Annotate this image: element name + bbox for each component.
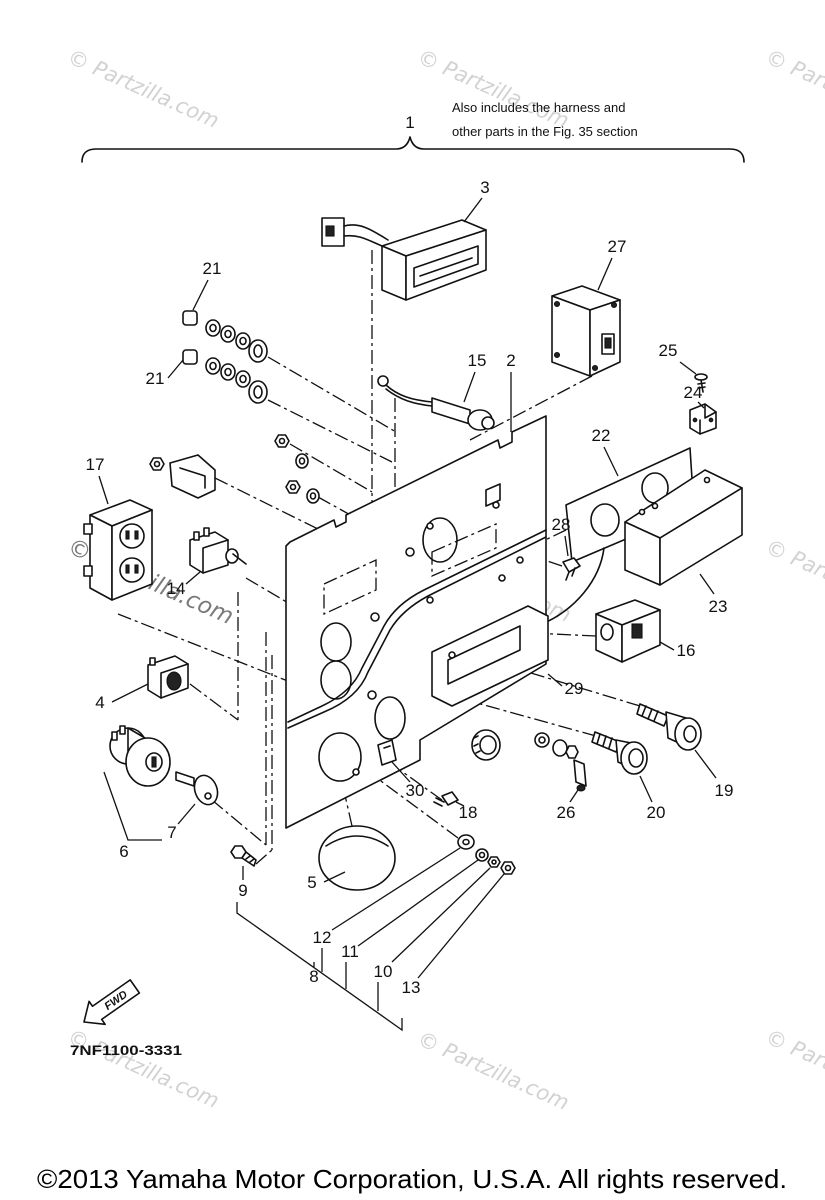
callout-4: 4 xyxy=(95,693,104,712)
part-15-fuse-lead xyxy=(377,375,495,431)
leader-line-28 xyxy=(564,535,569,557)
callout-24: 24 xyxy=(684,383,703,402)
leader-line-29 xyxy=(547,673,563,687)
diagram-code: 7NF1100-3331 xyxy=(70,1042,182,1058)
part-19-knob xyxy=(636,703,702,751)
callout-6: 6 xyxy=(119,842,128,861)
part-11-washer xyxy=(475,848,489,862)
assembly-note-line1: Also includes the harness and xyxy=(452,100,625,115)
leader-line-21-lower xyxy=(167,359,184,379)
callout-11: 11 xyxy=(341,942,359,961)
callout-2: 2 xyxy=(506,351,515,370)
part-30-bracket xyxy=(377,739,397,766)
part-13-nut xyxy=(500,861,516,875)
callout-10: 10 xyxy=(374,962,393,981)
leader-line-7 xyxy=(177,803,196,825)
callout-12: 12 xyxy=(313,928,332,947)
leader-line-3 xyxy=(463,197,483,223)
assembly-note-line2: other parts in the Fig. 35 section xyxy=(452,124,638,139)
callout-13: 13 xyxy=(402,978,421,997)
leader-line-22 xyxy=(603,446,619,477)
callout-21-upper: 21 xyxy=(203,259,222,278)
callout-26: 26 xyxy=(557,803,576,822)
part-2-panel xyxy=(285,415,547,829)
assembly-brace xyxy=(81,136,745,163)
part-6-key-switch xyxy=(109,725,171,787)
callout-7: 7 xyxy=(167,823,176,842)
part-25-screw xyxy=(694,373,708,393)
part-5-cap xyxy=(318,825,396,891)
callout-18: 18 xyxy=(459,803,478,822)
callout-15: 15 xyxy=(468,351,487,370)
callout-22: 22 xyxy=(592,426,611,445)
part-14-toggle-switch xyxy=(189,527,247,574)
threaded-ring xyxy=(471,729,501,761)
leader-line-15 xyxy=(463,371,476,403)
part-26-nut-assembly xyxy=(552,739,587,792)
leader-line-26 xyxy=(569,789,579,803)
leader-line-16 xyxy=(659,641,675,651)
callout-9: 9 xyxy=(238,881,247,900)
leader-line-24 xyxy=(697,401,705,409)
callout-8: 8 xyxy=(309,967,318,986)
callout-19: 19 xyxy=(715,781,734,800)
callout-21-lower: 21 xyxy=(146,369,165,388)
part-28-screw xyxy=(562,557,581,581)
part-17-outlet xyxy=(83,499,153,601)
leader-line-6 xyxy=(103,771,162,841)
callout-16: 16 xyxy=(677,641,696,660)
callout-17: 17 xyxy=(86,455,105,474)
part-4-rocker-switch xyxy=(147,655,189,699)
part-24-bracket xyxy=(689,403,717,435)
callout-3: 3 xyxy=(480,178,489,197)
nuts-and-washers xyxy=(149,434,320,504)
part-16-switch xyxy=(595,599,661,663)
leader-line-19 xyxy=(694,749,717,779)
leader-line-21-upper xyxy=(192,279,209,311)
callout-27: 27 xyxy=(608,237,627,256)
callout-29: 29 xyxy=(565,679,584,698)
part-23-cover xyxy=(624,469,743,586)
leader-line-20 xyxy=(639,775,653,803)
callout-30: 30 xyxy=(406,781,425,800)
leader-line-30 xyxy=(391,761,411,783)
leader-line-18 xyxy=(455,801,465,807)
leader-line-5 xyxy=(323,871,346,883)
part-3-harness-connector xyxy=(321,217,487,301)
callout-25: 25 xyxy=(659,341,678,360)
leader-lines-8-group xyxy=(236,847,505,1032)
callout-23: 23 xyxy=(709,597,728,616)
callout-1: 1 xyxy=(405,113,414,132)
callout-5: 5 xyxy=(307,873,316,892)
small-washer xyxy=(534,732,550,748)
leader-line-23 xyxy=(699,573,715,595)
part-10-nut xyxy=(487,856,501,868)
leader-line-4 xyxy=(111,683,149,703)
copyright-notice: ©2013 Yamaha Motor Corporation, U.S.A. A… xyxy=(37,1164,787,1194)
part-29-plate xyxy=(431,605,549,707)
leader-line-17 xyxy=(98,475,109,505)
part-18-screw xyxy=(433,791,459,807)
callout-14: 14 xyxy=(167,579,186,598)
leader-line-27 xyxy=(597,257,613,291)
part-27-switch-box xyxy=(551,285,621,377)
part-21-spacers-lower xyxy=(182,349,268,404)
leader-line-25 xyxy=(679,361,697,375)
part-9-screw xyxy=(230,845,257,867)
leader-line-14 xyxy=(185,571,201,585)
part-21-spacers-upper xyxy=(182,310,268,363)
part-7-key xyxy=(175,771,219,806)
part-12-washer xyxy=(457,834,475,850)
callout-20: 20 xyxy=(647,803,666,822)
part-20-knob xyxy=(591,731,648,775)
callout-28: 28 xyxy=(552,515,571,534)
